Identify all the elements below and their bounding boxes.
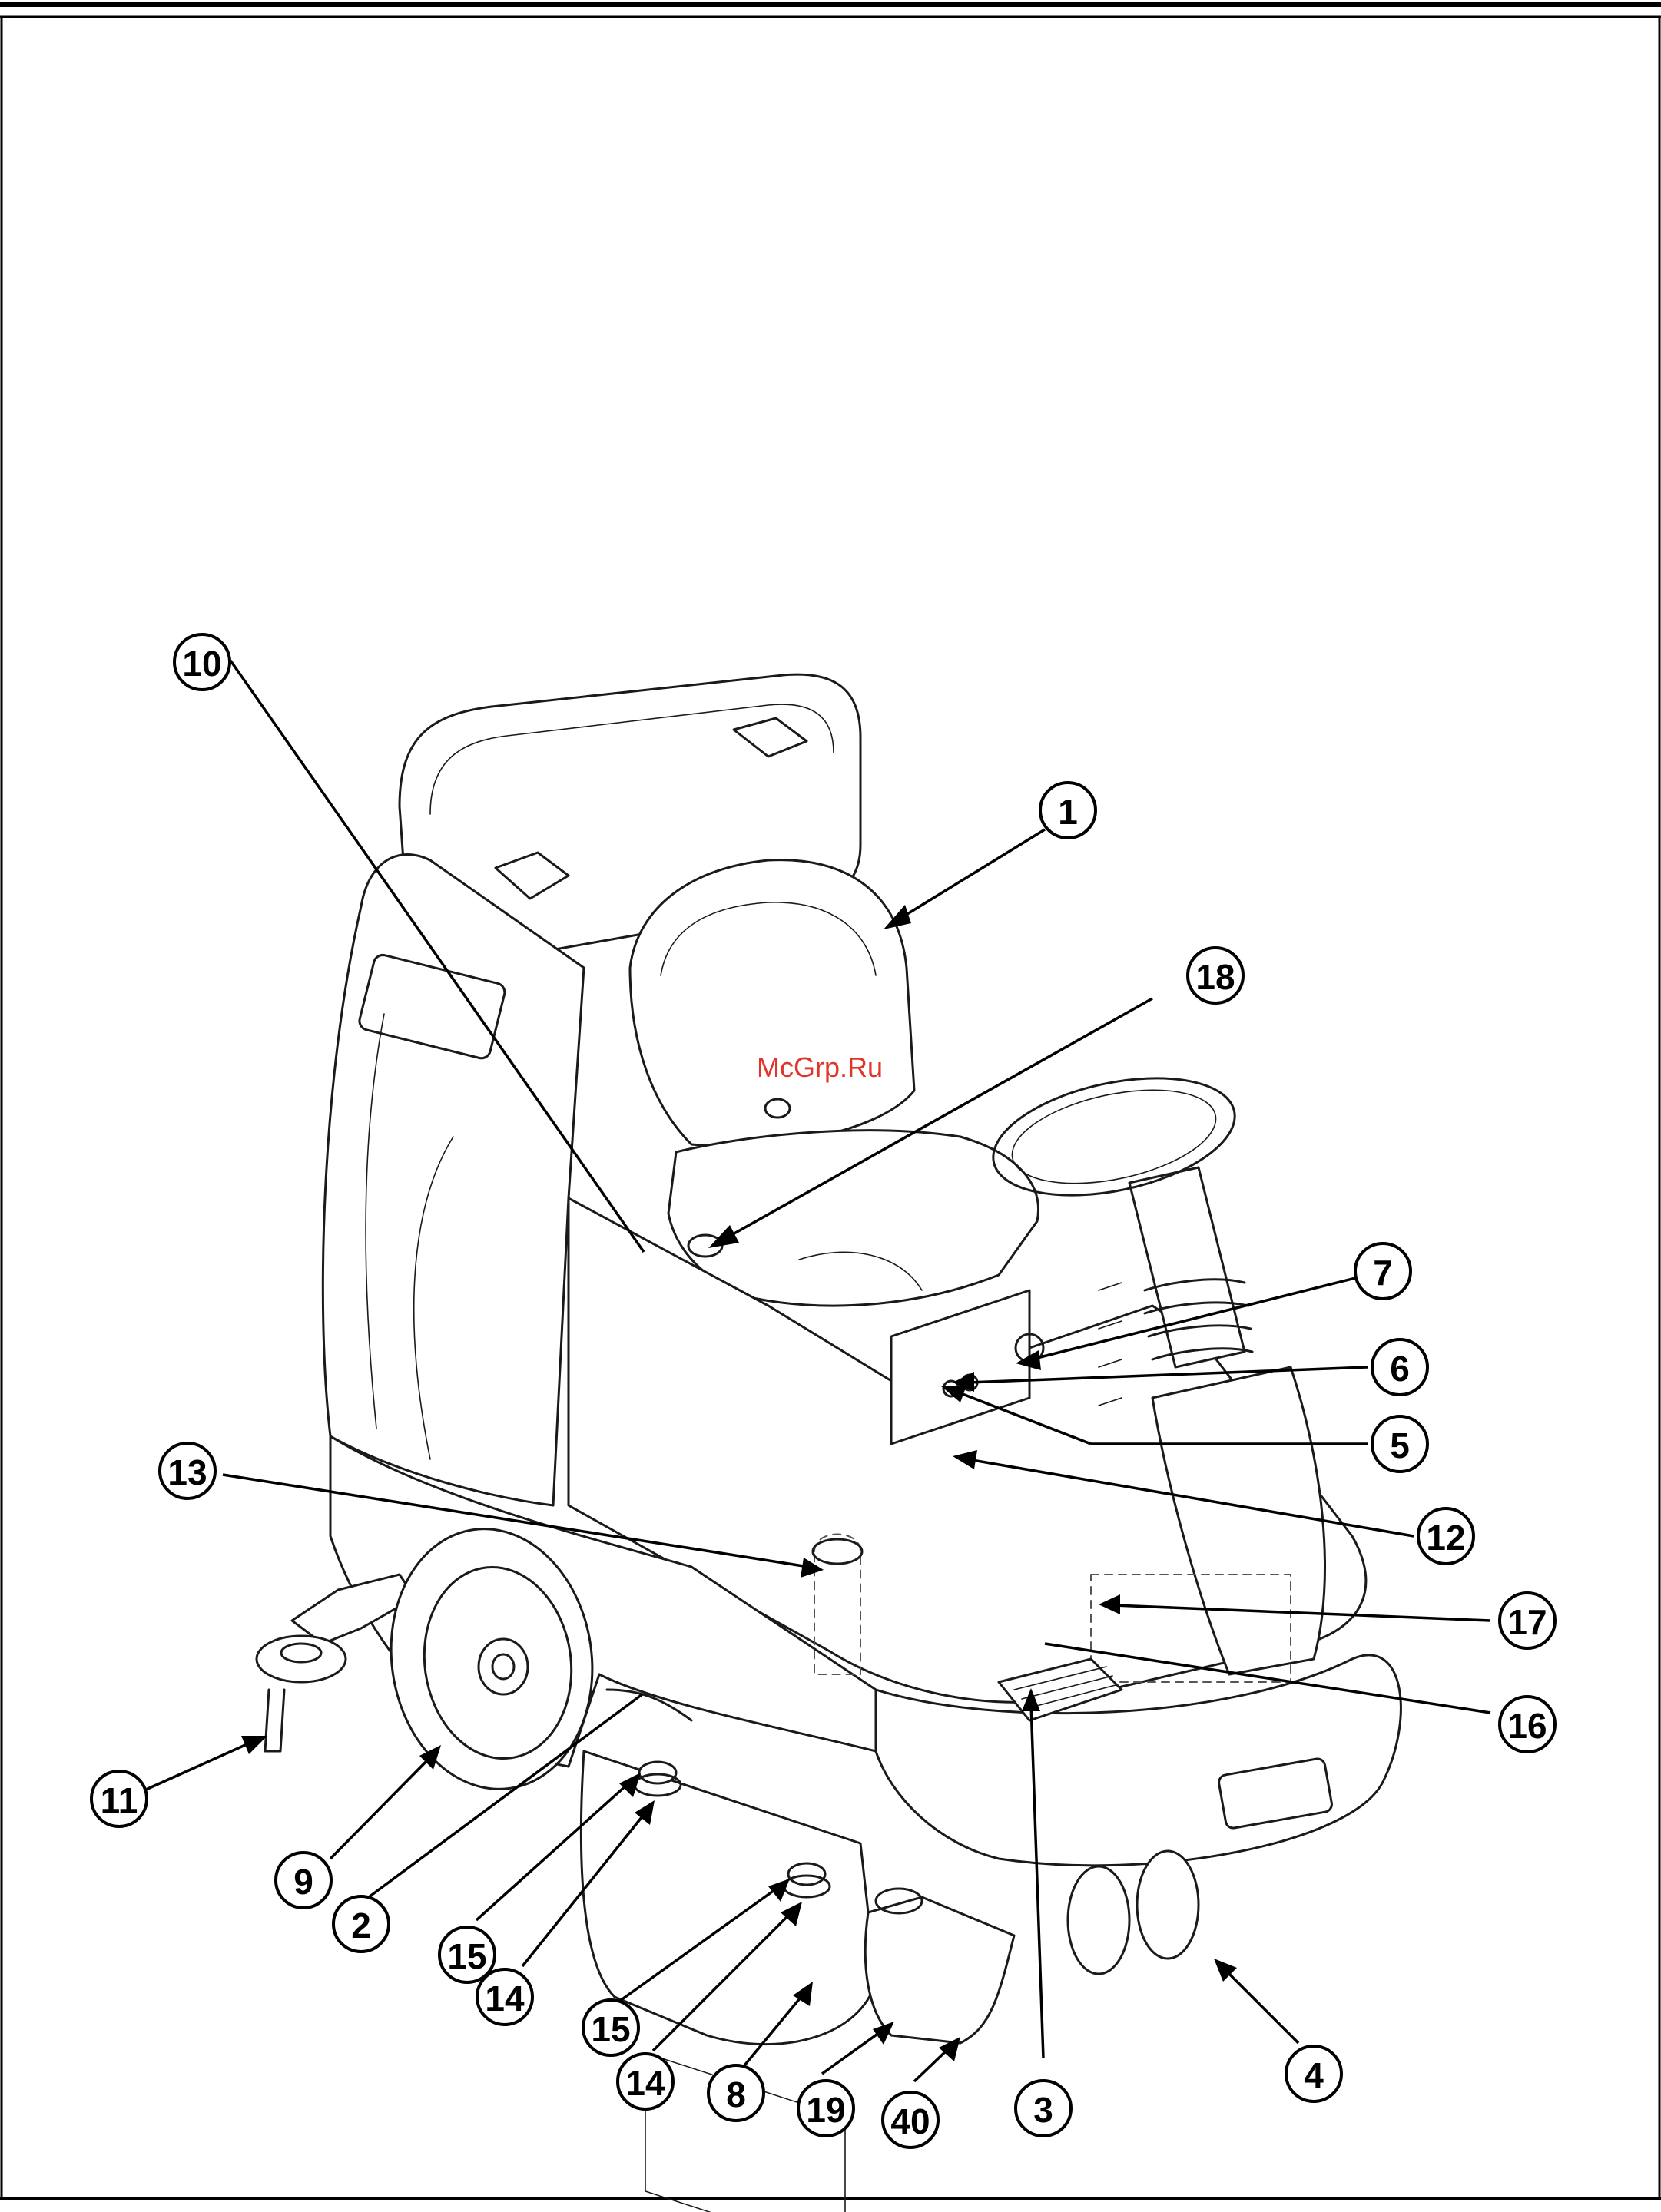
svg-text:14: 14: [625, 2063, 665, 2103]
deck-knob-1: [639, 1762, 676, 1783]
callout-19: 19: [798, 2081, 854, 2136]
svg-text:40: 40: [890, 2101, 930, 2141]
callout-10: 10: [174, 634, 230, 690]
callout-11: 11: [91, 1771, 147, 1826]
side-roller-housing: [865, 1897, 1014, 2043]
front-brush-1: [1068, 1866, 1129, 1974]
callout-15-upper: 15: [439, 1927, 495, 1982]
svg-text:1: 1: [1058, 792, 1078, 832]
squeegee-blade: [265, 1690, 284, 1751]
callout-12: 12: [1418, 1508, 1474, 1564]
seat-cushion: [668, 1131, 1039, 1306]
callout-5: 5: [1372, 1416, 1427, 1472]
watermark-text: McGrp.Ru: [757, 1051, 883, 1083]
deck-knob-2: [788, 1863, 825, 1885]
callout-15-lower: 15: [583, 2000, 638, 2055]
svg-text:7: 7: [1373, 1253, 1393, 1293]
callout-18: 18: [1188, 948, 1243, 1003]
svg-text:9: 9: [293, 1862, 313, 1902]
svg-text:8: 8: [726, 2075, 746, 2114]
svg-text:18: 18: [1195, 957, 1235, 997]
callout-40: 40: [883, 2092, 938, 2147]
callout-14-lower: 14: [618, 2054, 673, 2109]
front-brush-2: [1137, 1851, 1199, 1959]
svg-text:4: 4: [1304, 2055, 1324, 2095]
callout-6: 6: [1372, 1339, 1427, 1395]
callout-14-upper: 14: [477, 1969, 532, 2025]
svg-text:10: 10: [182, 644, 221, 684]
callout-3: 3: [1016, 2081, 1071, 2136]
brush-deck: [581, 1751, 876, 2045]
callout-1: 1: [1040, 783, 1096, 838]
svg-text:13: 13: [167, 1452, 207, 1492]
svg-text:6: 6: [1390, 1349, 1410, 1389]
svg-text:17: 17: [1507, 1602, 1547, 1642]
svg-text:2: 2: [351, 1906, 371, 1945]
callout-16: 16: [1500, 1697, 1555, 1752]
body-left-side: [323, 855, 584, 1506]
svg-text:3: 3: [1033, 2090, 1053, 2130]
svg-text:15: 15: [591, 2009, 630, 2049]
callout-7: 7: [1355, 1243, 1411, 1299]
svg-text:14: 14: [485, 1979, 525, 2018]
callout-2: 2: [333, 1896, 389, 1952]
callout-4: 4: [1286, 2046, 1341, 2101]
svg-text:19: 19: [806, 2090, 845, 2130]
svg-text:12: 12: [1426, 1518, 1465, 1558]
svg-text:5: 5: [1390, 1426, 1410, 1465]
callout-17: 17: [1500, 1593, 1555, 1648]
callout-13: 13: [160, 1443, 215, 1498]
callout-9: 9: [276, 1853, 331, 1908]
callout-8: 8: [708, 2065, 764, 2121]
svg-text:16: 16: [1507, 1706, 1547, 1746]
svg-text:11: 11: [101, 1780, 138, 1820]
svg-text:15: 15: [447, 1936, 486, 1976]
